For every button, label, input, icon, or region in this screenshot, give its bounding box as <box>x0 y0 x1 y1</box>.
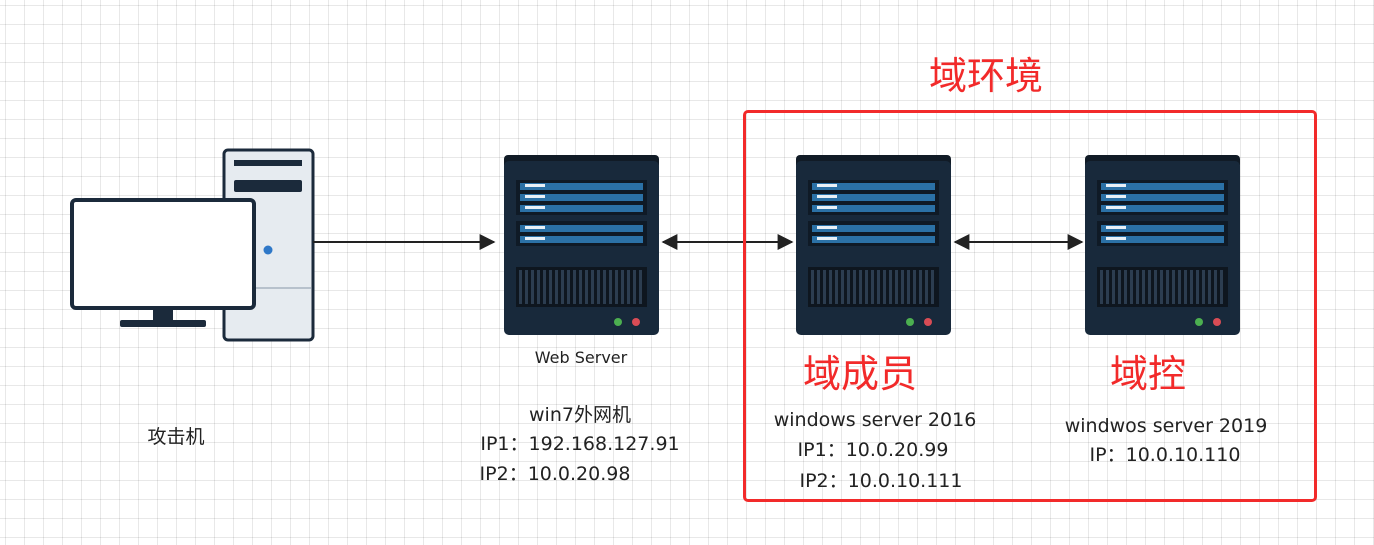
domain-controller-ip: IP：10.0.10.110 <box>1089 444 1241 466</box>
domain-controller-role: 域控 <box>1109 352 1186 396</box>
attacker-pc-icon <box>70 148 315 342</box>
domain-member-role: 域成员 <box>802 352 917 396</box>
web-server-icon-caption: Web Server <box>534 348 628 367</box>
web-server-ip2: IP2：10.0.20.98 <box>479 463 631 485</box>
domain-member-ip2: IP2：10.0.10.111 <box>799 470 963 492</box>
attacker-label: 攻击机 <box>147 426 205 448</box>
domain-member-ip1: IP1：10.0.20.99 <box>797 439 949 461</box>
domain-environment-boundary <box>743 110 1317 502</box>
web-server-icon <box>504 155 659 335</box>
domain-member-os: windows server 2016 <box>773 409 977 431</box>
web-server-name: win7外网机 <box>529 404 631 426</box>
domain-controller-os: windwos server 2019 <box>1064 415 1268 437</box>
domain-environment-title: 域环境 <box>928 54 1043 98</box>
web-server-ip1: IP1：192.168.127.91 <box>480 433 680 455</box>
